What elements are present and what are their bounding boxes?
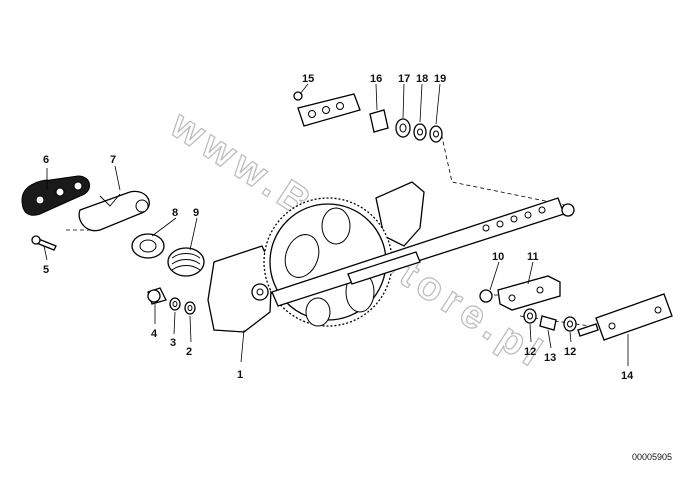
callouts: 1 2 3 4 5 6 7 8 9 10 11 12 13 12 14 15 1…	[43, 73, 634, 382]
callout-17: 17	[398, 73, 410, 85]
callout-9: 9	[193, 207, 199, 219]
callout-6: 6	[43, 154, 49, 166]
callout-4: 4	[151, 328, 158, 340]
callout-18: 18	[416, 73, 428, 85]
callout-16: 16	[370, 73, 382, 85]
part-19-clip	[429, 125, 443, 143]
callout-5: 5	[43, 264, 49, 276]
lift-arm-holes	[482, 206, 546, 232]
callout-11: 11	[527, 251, 539, 263]
leader-lines	[43, 83, 629, 366]
window-regulator-assembly	[207, 181, 575, 333]
part-5-screw	[31, 235, 57, 251]
callout-14: 14	[621, 370, 634, 382]
callout-2: 2	[186, 346, 192, 358]
part-7-cover	[78, 190, 150, 232]
part-8-washer	[131, 233, 165, 259]
callout-7: 7	[110, 154, 116, 166]
callout-12b: 12	[564, 346, 576, 358]
part-16-bushing	[369, 109, 389, 133]
part-6-chain-guide	[21, 175, 90, 216]
drawing-code: 00005905	[632, 452, 672, 462]
part-11-bracket	[497, 275, 561, 311]
guide-slot	[347, 251, 421, 285]
callout-3: 3	[170, 337, 176, 349]
part-12-washer	[523, 308, 577, 332]
part-9-spring	[167, 247, 205, 277]
part-2-nut	[184, 301, 196, 315]
part-10-nut	[479, 289, 493, 303]
callout-19: 19	[434, 73, 446, 85]
callout-10: 10	[492, 251, 504, 263]
callout-1: 1	[237, 369, 243, 381]
part-15-plate	[293, 91, 361, 127]
base-plate	[207, 245, 273, 333]
callout-15: 15	[302, 73, 314, 85]
part-4-bolt	[147, 287, 167, 305]
part-3-washer	[169, 297, 181, 311]
callout-8: 8	[172, 207, 178, 219]
part-18-washer	[413, 123, 427, 141]
callout-13: 13	[544, 352, 556, 364]
callout-12a: 12	[524, 346, 536, 358]
part-17-bearing	[395, 118, 411, 138]
part-13-spacer	[539, 315, 557, 331]
part-14-plate	[577, 293, 673, 341]
end-roller	[561, 203, 575, 217]
